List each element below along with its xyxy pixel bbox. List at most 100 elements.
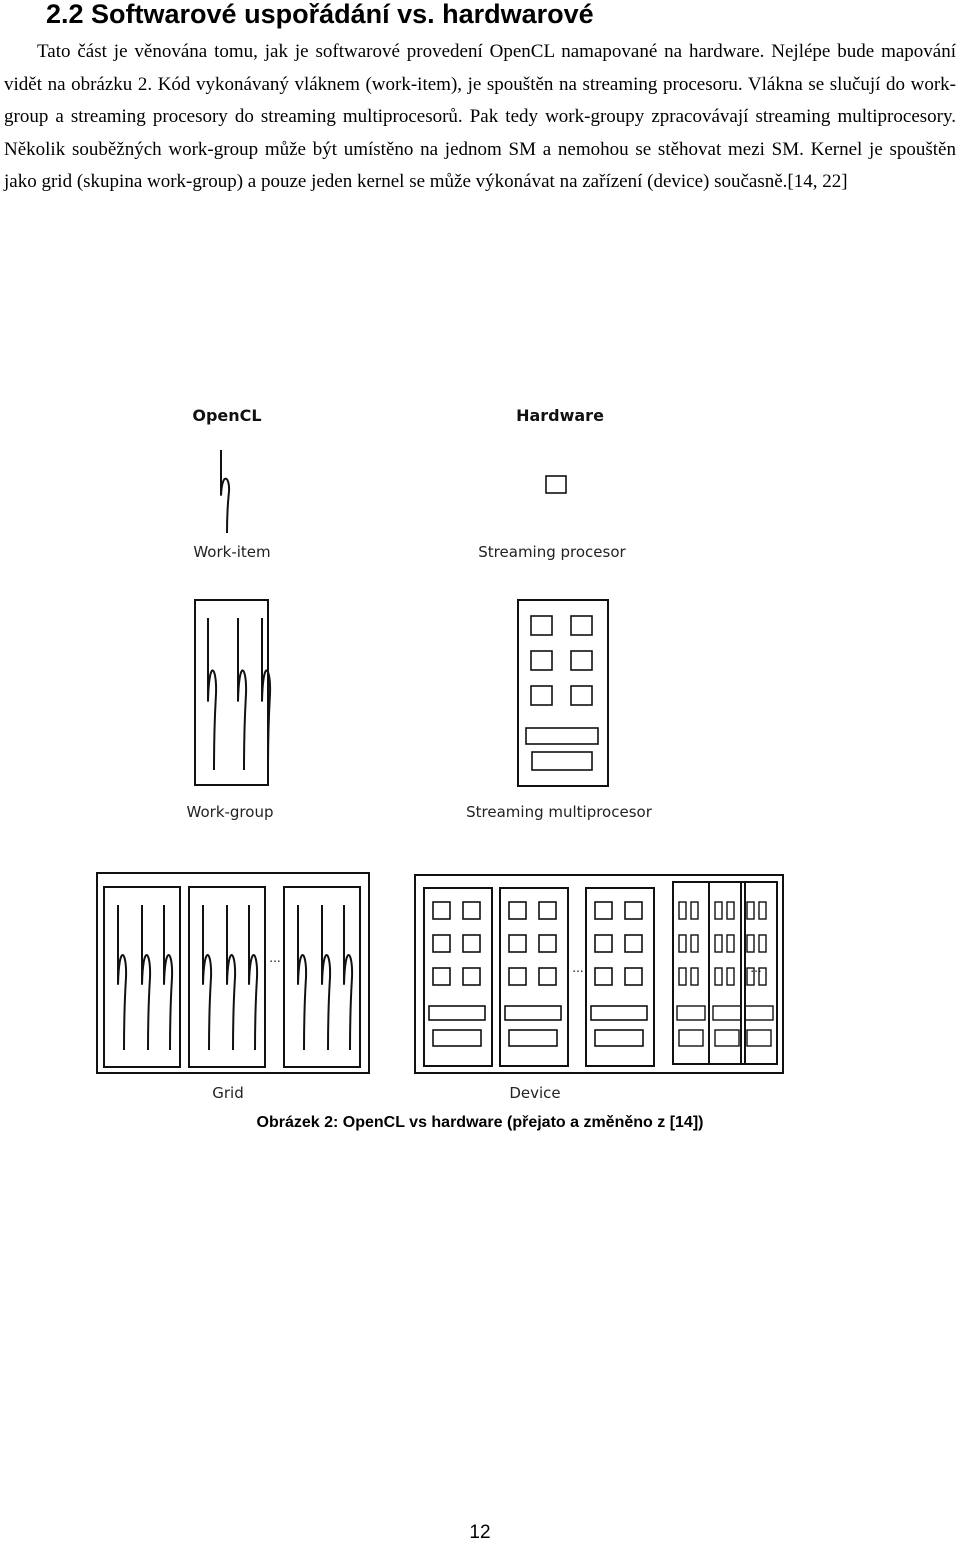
device-sm-c-core-0-0	[594, 901, 613, 920]
grid-outer-box	[96, 872, 370, 1074]
device-sm-c-core-1-1	[624, 934, 643, 953]
streaming-multiprocessor-label: Streaming multiprocesor	[466, 803, 653, 821]
hardware-title: Hardware	[516, 406, 604, 425]
grid-thread-b-2	[248, 905, 259, 1051]
device-narrow-sm-e-core-0-0	[714, 901, 723, 920]
sm-outer-box	[517, 599, 609, 787]
device-narrow-sm-f-core-0-0	[746, 901, 755, 920]
opencl-hardware-figure: OpenCL Hardware Work-item Streaming proc…	[96, 406, 784, 1100]
device-narrow-sm-f-core-2-0	[746, 967, 755, 986]
opencl-title: OpenCL	[192, 406, 261, 425]
device-sm-a	[423, 887, 493, 1067]
device-sm-c-core-1-0	[594, 934, 613, 953]
device-outer-box	[414, 874, 784, 1074]
grid-thread-c-1	[321, 905, 332, 1051]
device-narrow-sm-e-core-2-1	[726, 967, 735, 986]
device-sm-c-bar-2	[594, 1029, 644, 1047]
device-narrow-sm-e-core-2-0	[714, 967, 723, 986]
device-sm-b-bar-2	[508, 1029, 558, 1047]
device-sm-c-core-2-0	[594, 967, 613, 986]
device-ellipsis-1: ...	[572, 961, 583, 975]
device-sm-a-core-0-0	[432, 901, 451, 920]
device-sm-b-core-0-1	[538, 901, 557, 920]
device-narrow-sm-e-core-1-0	[714, 934, 723, 953]
device-narrow-sm-d-core-2-1	[690, 967, 699, 986]
device-narrow-sm-e-bar-1	[712, 1005, 742, 1021]
work-group-box	[194, 599, 269, 786]
device-sm-c	[585, 887, 655, 1067]
body-paragraph: Tato část je věnována tomu, jak je softw…	[4, 41, 956, 192]
sm-core-0-1	[570, 615, 593, 636]
device-narrow-sm-d-core-1-1	[690, 934, 699, 953]
grid-work-group-c	[283, 886, 361, 1068]
device-ellipsis-2: ...	[750, 961, 761, 975]
grid-thread-a-2	[163, 905, 174, 1051]
device-sm-a-core-2-1	[462, 967, 481, 986]
device-narrow-sm-e	[708, 881, 746, 1065]
streaming-processor-box	[545, 475, 567, 494]
device-label: Device	[509, 1084, 560, 1100]
sm-cache-bar	[531, 751, 593, 771]
sm-core-2-0	[530, 685, 553, 706]
sm-core-1-0	[530, 650, 553, 671]
work-group-thread-0	[207, 618, 218, 771]
device-sm-b-core-2-0	[508, 967, 527, 986]
device-narrow-sm-d-bar-2	[678, 1029, 704, 1047]
device-sm-a-bar-2	[432, 1029, 482, 1047]
sm-core-1-1	[570, 650, 593, 671]
device-narrow-sm-d-bar-1	[676, 1005, 706, 1021]
work-group-thread-2	[261, 618, 272, 771]
work-item-label: Work-item	[193, 543, 270, 561]
device-sm-c-core-0-1	[624, 901, 643, 920]
device-narrow-sm-f	[740, 881, 778, 1065]
device-narrow-sm-f-core-2-1	[758, 967, 767, 986]
grid-thread-a-0	[117, 905, 128, 1051]
device-sm-b-core-2-1	[538, 967, 557, 986]
device-sm-b-core-0-0	[508, 901, 527, 920]
device-sm-a-core-0-1	[462, 901, 481, 920]
grid-work-group-a	[103, 886, 181, 1068]
sm-core-0-0	[530, 615, 553, 636]
device-narrow-sm-d-core-1-0	[678, 934, 687, 953]
work-group-label: Work-group	[187, 803, 274, 821]
grid-thread-b-1	[226, 905, 237, 1051]
device-sm-a-bar-1	[428, 1005, 486, 1021]
grid-thread-b-0	[202, 905, 213, 1051]
device-sm-c-core-2-1	[624, 967, 643, 986]
device-sm-a-core-2-0	[432, 967, 451, 986]
section-heading: 2.2 Softwarové uspořádání vs. hardwarové	[46, 0, 594, 29]
device-narrow-sm-f-bar-1	[744, 1005, 774, 1021]
device-narrow-sm-d-core-2-0	[678, 967, 687, 986]
grid-thread-a-1	[141, 905, 152, 1051]
grid-thread-c-0	[297, 905, 308, 1051]
device-narrow-sm-e-bar-2	[714, 1029, 740, 1047]
sm-shared-memory-bar	[525, 727, 599, 745]
device-narrow-sm-f-core-1-1	[758, 934, 767, 953]
sm-core-2-1	[570, 685, 593, 706]
device-sm-a-core-1-1	[462, 934, 481, 953]
work-group-thread-1	[237, 618, 248, 771]
device-narrow-sm-d-core-0-0	[678, 901, 687, 920]
device-sm-b-core-1-0	[508, 934, 527, 953]
page-number: 12	[469, 1522, 491, 1543]
device-narrow-sm-f-core-0-1	[758, 901, 767, 920]
device-narrow-sm-f-core-1-0	[746, 934, 755, 953]
device-sm-b	[499, 887, 569, 1067]
device-narrow-sm-f-bar-2	[746, 1029, 772, 1047]
device-narrow-sm-d-core-0-1	[690, 901, 699, 920]
work-item-thread	[220, 450, 231, 534]
device-sm-c-bar-1	[590, 1005, 648, 1021]
grid-work-group-b	[188, 886, 266, 1068]
device-narrow-sm-e-core-0-1	[726, 901, 735, 920]
figure-art	[96, 450, 784, 1074]
grid-thread-c-2	[343, 905, 354, 1051]
device-sm-a-core-1-0	[432, 934, 451, 953]
device-narrow-sm-e-core-1-1	[726, 934, 735, 953]
streaming-processor-label: Streaming procesor	[478, 543, 626, 561]
device-sm-b-bar-1	[504, 1005, 562, 1021]
grid-label: Grid	[212, 1084, 243, 1100]
figure-caption: Obrázek 2: OpenCL vs hardware (přejato a…	[256, 1114, 704, 1131]
grid-ellipsis: ...	[269, 951, 280, 965]
device-sm-b-core-1-1	[538, 934, 557, 953]
